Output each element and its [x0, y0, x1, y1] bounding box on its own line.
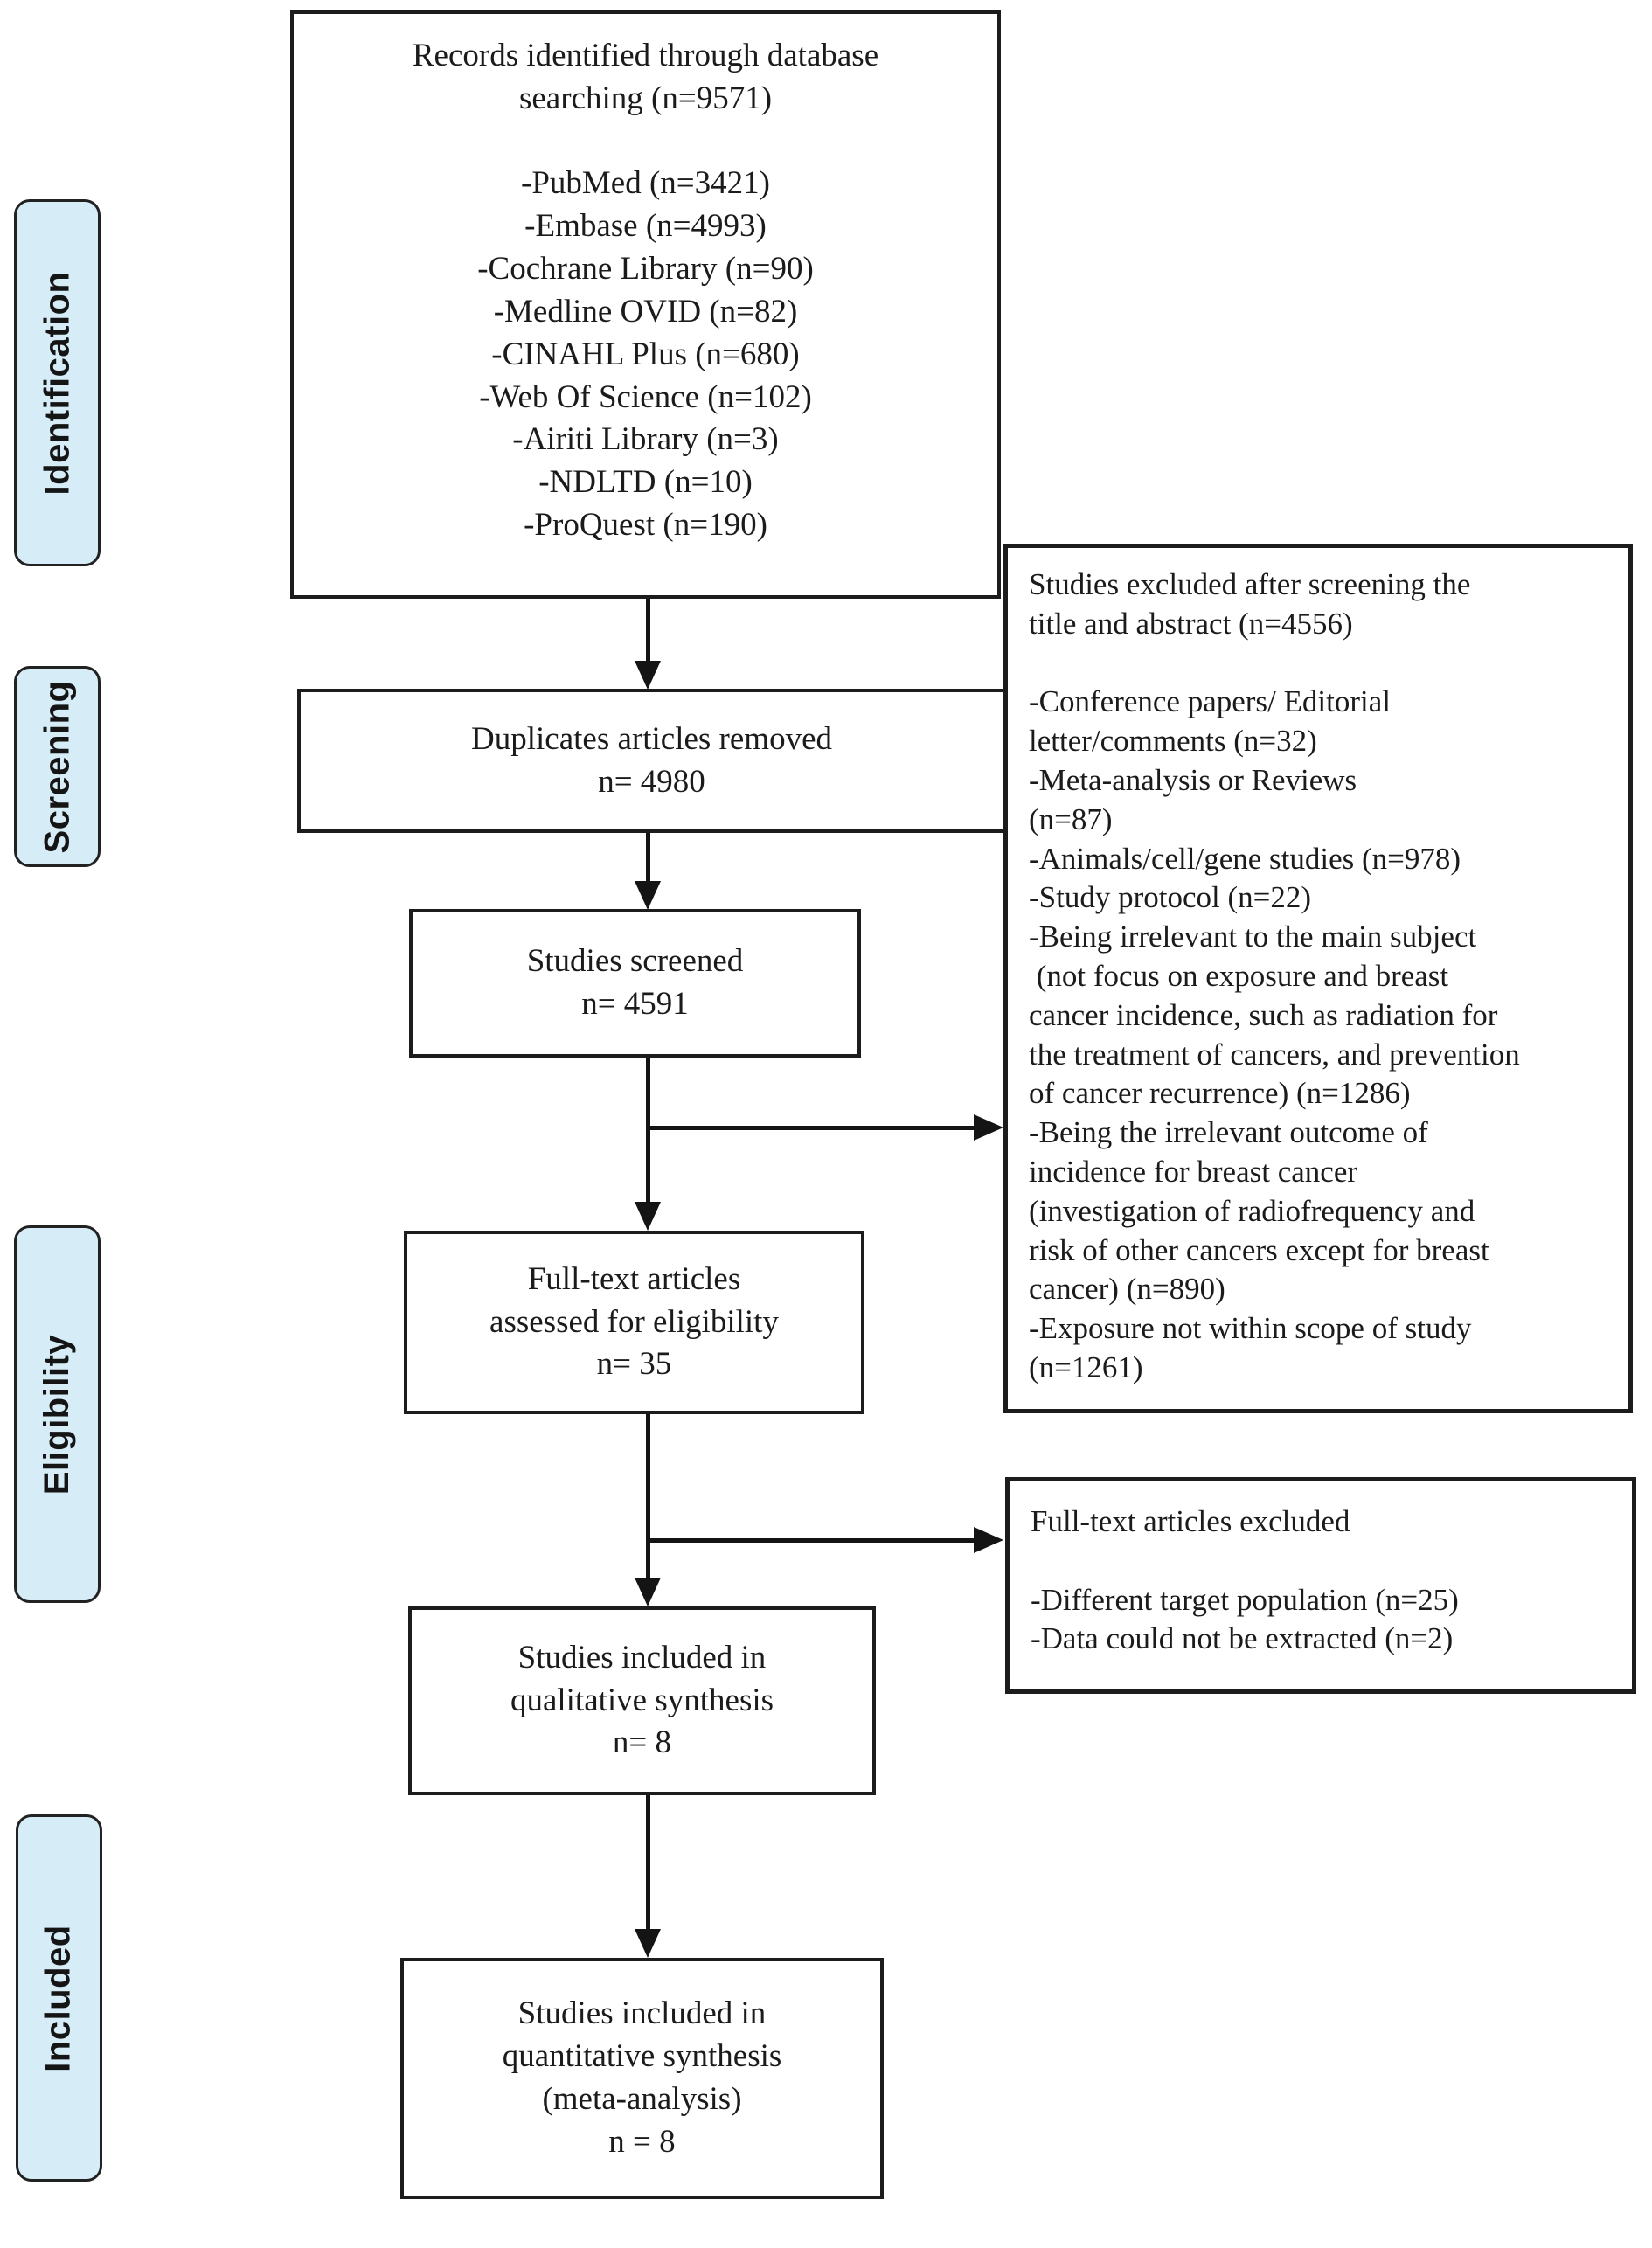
connector-fulltext-qualitative: [646, 1414, 650, 1580]
arrow-down-icon: [635, 881, 661, 910]
qualitative-synthesis-text: Studies included in qualitative synthesi…: [510, 1639, 774, 1761]
connector-records-duplicates: [646, 599, 650, 663]
stage-label-included-text: Included: [39, 1924, 79, 2072]
studies-screened-box: Studies screened n= 4591: [409, 909, 861, 1058]
stage-label-eligibility: Eligibility: [14, 1225, 101, 1603]
quantitative-synthesis-text: Studies included in quantitative synthes…: [502, 1995, 782, 2160]
qualitative-synthesis-box: Studies included in qualitative synthesi…: [408, 1606, 876, 1795]
arrow-right-icon: [974, 1527, 1003, 1553]
records-identified-text: Records identified through database sear…: [412, 38, 879, 544]
fulltext-excluded-box: Full-text articles excluded -Different t…: [1005, 1477, 1636, 1694]
arrow-down-icon: [635, 1202, 661, 1231]
screening-excluded-text: Studies excluded after screening the tit…: [1029, 567, 1520, 1384]
arrow-right-icon: [974, 1114, 1003, 1141]
studies-screened-text: Studies screened n= 4591: [526, 943, 744, 1022]
stage-label-screening: Screening: [14, 666, 101, 867]
fulltext-assessed-text: Full-text articles assessed for eligibil…: [489, 1260, 779, 1383]
connector-screened-fulltext: [646, 1058, 650, 1204]
stage-label-identification-text: Identification: [38, 271, 77, 495]
connector-branch-screening-exclusions: [648, 1126, 976, 1130]
quantitative-synthesis-box: Studies included in quantitative synthes…: [400, 1958, 884, 2199]
stage-label-included: Included: [16, 1814, 102, 2182]
stage-label-eligibility-text: Eligibility: [38, 1334, 77, 1495]
records-identified-box: Records identified through database sear…: [290, 10, 1001, 599]
screening-excluded-box: Studies excluded after screening the tit…: [1003, 544, 1633, 1413]
fulltext-assessed-box: Full-text articles assessed for eligibil…: [404, 1231, 864, 1414]
duplicates-removed-text: Duplicates articles removed n= 4980: [471, 720, 832, 800]
stage-label-identification: Identification: [14, 199, 101, 566]
arrow-down-icon: [635, 1929, 661, 1958]
arrow-down-icon: [635, 661, 661, 690]
connector-branch-fulltext-exclusions: [648, 1538, 976, 1543]
stage-label-screening-text: Screening: [38, 680, 76, 853]
arrow-down-icon: [635, 1578, 661, 1606]
connector-duplicates-screened: [646, 833, 650, 883]
connector-qualitative-quantitative: [646, 1795, 650, 1932]
fulltext-excluded-text: Full-text articles excluded -Different t…: [1031, 1504, 1459, 1656]
duplicates-removed-box: Duplicates articles removed n= 4980: [297, 689, 1006, 833]
